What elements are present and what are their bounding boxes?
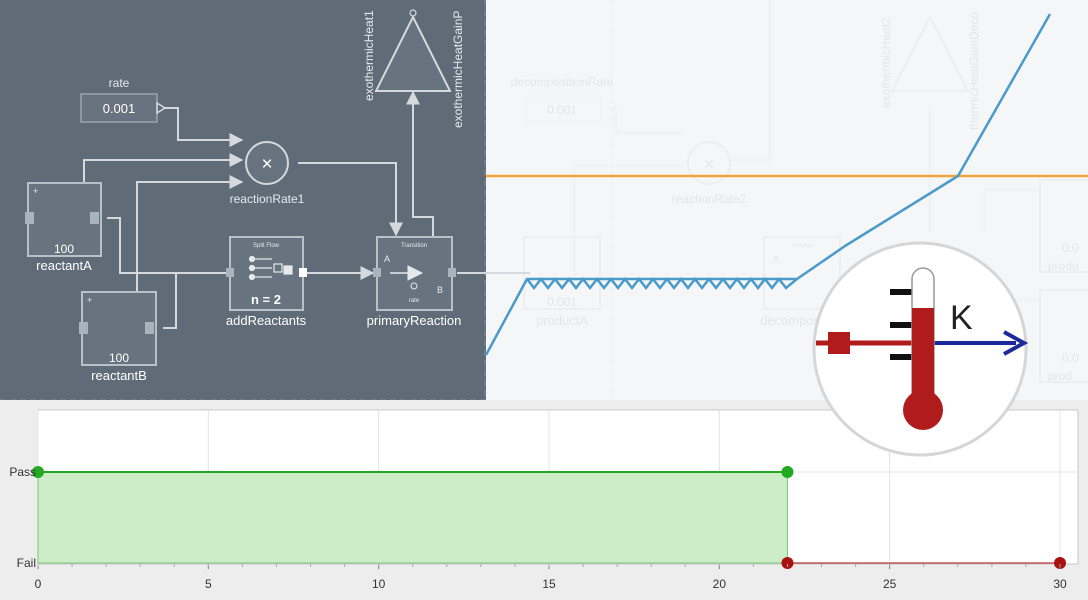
heat-gain-2-triangle <box>890 14 970 92</box>
primary-reaction-port-out <box>448 268 456 277</box>
kelvin-unit-label: K <box>950 299 973 337</box>
primary-reaction-port-in <box>373 268 381 277</box>
reactant-a-block[interactable] <box>27 182 102 257</box>
faded-wire-2 <box>572 164 684 290</box>
axis-ticks: 0 5 10 15 20 25 30 Fail Pass <box>9 465 1067 591</box>
primary-reaction-label: primaryReaction <box>367 313 462 328</box>
x-tick-label: 5 <box>205 577 212 591</box>
reactant-a-plus-icon: + <box>33 186 38 196</box>
multiply-icon[interactable] <box>245 141 289 185</box>
data-point-pass <box>781 466 794 478</box>
reaction-rate-2-label: reactionRate2 <box>672 192 747 206</box>
heat-2-label: exothermicHeat2 <box>879 17 893 108</box>
heat-port-square <box>828 332 850 354</box>
right-edge-label-3: produ <box>1048 259 1079 273</box>
rate-label: rate <box>109 76 130 90</box>
faded-wire-rate <box>606 106 684 135</box>
add-reactants-port-in <box>226 268 234 277</box>
transition-rate-label: rate <box>409 298 420 304</box>
x-tick-label: 20 <box>713 577 727 591</box>
reactant-a-port-out <box>90 212 99 224</box>
split-flow-icon <box>248 255 293 281</box>
reactant-b-label: reactantB <box>91 368 147 383</box>
heat-gain-2-label: thermicHeatGainDeco <box>967 12 981 130</box>
transition-port-a-label: A <box>384 254 390 264</box>
decomposition-port-a: A <box>773 254 779 264</box>
reactant-a-label: reactantA <box>36 258 92 273</box>
multiply-icon-faded <box>687 141 731 185</box>
right-block-2 <box>1039 289 1088 383</box>
signal-zigzag-line <box>484 13 1052 356</box>
signal-zigzag-teeth <box>526 276 798 291</box>
model-diagram-canvas: decompositionRate 0.001 × reactionRate2 … <box>0 0 1088 402</box>
chart-marks <box>32 466 1066 569</box>
x-tick-label: 10 <box>372 577 386 591</box>
data-point-fail <box>1054 557 1066 569</box>
multiply-glyph-faded: × <box>704 154 715 174</box>
x-tick-label: 25 <box>883 577 897 591</box>
pass-region-fill <box>37 471 788 564</box>
decomposition-rate-label: decompositionRate <box>511 75 614 89</box>
heat-gain-1-label: exothermicHeatGainP <box>451 11 465 128</box>
rate-field[interactable] <box>80 93 158 123</box>
reactant-b-port-out <box>145 322 154 334</box>
reactant-b-value: 100 <box>109 351 129 365</box>
right-edge-label-2: 0.0 <box>1062 351 1079 365</box>
heat-gain-1-triangle[interactable] <box>374 14 452 92</box>
pass-fail-chart: 0 5 10 15 20 25 30 Fail Pass <box>9 409 1079 591</box>
data-point-fail <box>781 557 794 569</box>
add-reactants-label: addReactants <box>226 313 307 328</box>
faded-wire-5 <box>983 188 1040 232</box>
x-tick-label: 0 <box>35 577 42 591</box>
product-a-label: productA <box>536 313 588 328</box>
decomposition-rate-field[interactable] <box>525 95 602 123</box>
thermometer-kelvin-icon: K <box>812 241 1029 457</box>
y-tick-label: Fail <box>17 556 36 570</box>
valve-icon <box>390 265 424 290</box>
transition-port-b-label: B <box>437 285 443 295</box>
rate-value: 0.001 <box>103 101 136 116</box>
decomposition-rate-value: 0.001 <box>547 103 577 117</box>
transition-header: Transition <box>401 243 427 249</box>
add-reactants-count: n = 2 <box>251 292 281 307</box>
x-tick-label: 30 <box>1053 577 1067 591</box>
reactant-a-value: 100 <box>54 242 74 256</box>
product-a-value: 0.001 <box>547 295 577 309</box>
reactant-b-block[interactable] <box>81 291 157 366</box>
signal-output-arrow <box>1003 330 1029 356</box>
right-block-1 <box>1039 179 1088 273</box>
x-tick-label: 15 <box>542 577 556 591</box>
thermometer-bulb <box>903 390 943 430</box>
add-reactants-port-out <box>299 268 307 277</box>
rate-output-port <box>156 101 167 115</box>
heat-1-label: exothermicHeat1 <box>362 10 376 101</box>
heat-gain-1-port <box>409 9 417 17</box>
reactant-a-port-in <box>25 212 34 224</box>
y-tick-label: Pass <box>9 465 36 479</box>
right-edge-label-1: 0.0 <box>1062 241 1079 255</box>
reactant-b-port-in <box>79 322 88 334</box>
decomposition-header: Transition <box>791 243 813 249</box>
thermometer-mercury <box>912 308 934 410</box>
data-point-pass <box>32 466 44 478</box>
reactant-b-plus-icon: + <box>87 295 92 305</box>
reaction-rate-1-label: reactionRate1 <box>230 192 305 206</box>
decomposition-block[interactable] <box>763 236 841 310</box>
faded-wire-3 <box>730 0 772 162</box>
multiply-glyph: × <box>261 154 272 175</box>
right-edge-label-4: prod <box>1048 369 1072 383</box>
diagram-wires <box>83 90 530 329</box>
split-flow-header: Split Flow <box>253 243 280 249</box>
